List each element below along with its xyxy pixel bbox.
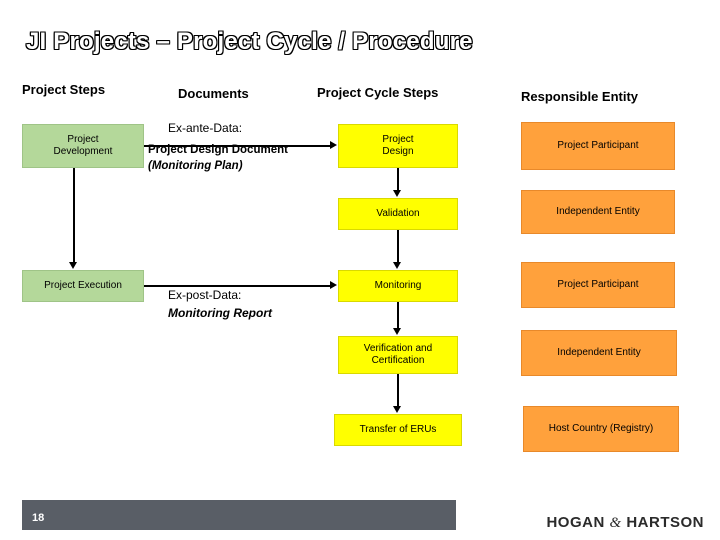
node-project-design: Project Design bbox=[338, 124, 458, 168]
document-label-ex-post-data: Ex-post-Data: bbox=[168, 288, 242, 302]
column-header-documents: Documents bbox=[178, 86, 249, 101]
document-label-project-design-document: Project Design Document bbox=[148, 144, 288, 156]
connector-execution-to-monitoring-line bbox=[144, 285, 331, 287]
brand-left: HOGAN bbox=[546, 514, 605, 531]
node-project-development: Project Development bbox=[22, 124, 144, 168]
connector-development-to-design-line bbox=[144, 145, 331, 147]
connector-verification-to-transfer-arrowhead bbox=[393, 406, 401, 413]
connector-monitoring-to-verification-arrowhead bbox=[393, 328, 401, 335]
document-label-ex-ante-data: Ex-ante-Data: bbox=[168, 121, 243, 135]
connector-monitoring-to-verification-line bbox=[397, 302, 399, 328]
node-responsible-host-country-registry: Host Country (Registry) bbox=[523, 406, 679, 452]
node-responsible-project-participant-1: Project Participant bbox=[521, 122, 675, 170]
connector-development-to-design-arrowhead bbox=[330, 141, 337, 149]
connector-development-to-execution-line bbox=[73, 168, 75, 263]
node-validation: Validation bbox=[338, 198, 458, 230]
node-project-development-line2: Development bbox=[53, 146, 113, 157]
node-verification-and-certification: Verification and Certification bbox=[338, 336, 458, 374]
node-project-design-line2: Design bbox=[382, 146, 414, 157]
node-responsible-project-participant-2: Project Participant bbox=[521, 262, 675, 308]
document-label-monitoring-report: Monitoring Report bbox=[168, 306, 272, 320]
connector-design-to-validation-line bbox=[397, 168, 399, 190]
column-header-responsible-entity: Responsible Entity bbox=[521, 89, 639, 104]
connector-design-to-validation-arrowhead bbox=[393, 190, 401, 197]
footer-bar bbox=[22, 500, 456, 530]
connector-development-to-execution-arrowhead bbox=[68, 262, 77, 269]
page-title: JI Projects – Project Cycle / Procedure bbox=[26, 28, 473, 55]
node-verification-line2: Certification bbox=[371, 355, 425, 366]
node-project-execution: Project Execution bbox=[22, 270, 144, 302]
node-responsible-independent-entity-1: Independent Entity bbox=[521, 190, 675, 234]
page-number: 18 bbox=[32, 512, 45, 524]
node-project-development-line1: Project bbox=[67, 133, 99, 145]
connector-validation-to-monitoring-arrowhead bbox=[393, 262, 401, 269]
brand-ampersand: & bbox=[609, 515, 622, 531]
node-responsible-independent-entity-2: Independent Entity bbox=[521, 330, 677, 376]
connector-verification-to-transfer-line bbox=[397, 374, 399, 406]
node-monitoring: Monitoring bbox=[338, 270, 458, 302]
column-header-project-cycle-steps: Project Cycle Steps bbox=[317, 85, 439, 100]
node-verification-line1: Verification and bbox=[363, 342, 433, 354]
document-label-monitoring-plan: (Monitoring Plan) bbox=[148, 160, 243, 172]
connector-validation-to-monitoring-line bbox=[397, 230, 399, 262]
node-project-design-line1: Project bbox=[382, 133, 414, 145]
node-transfer-of-erus: Transfer of ERUs bbox=[334, 414, 462, 446]
connector-execution-to-monitoring-arrowhead bbox=[330, 281, 337, 289]
brand-logo: HOGAN & HARTSON bbox=[546, 514, 704, 532]
brand-right: HARTSON bbox=[626, 514, 704, 531]
column-header-project-steps: Project Steps bbox=[22, 82, 106, 97]
